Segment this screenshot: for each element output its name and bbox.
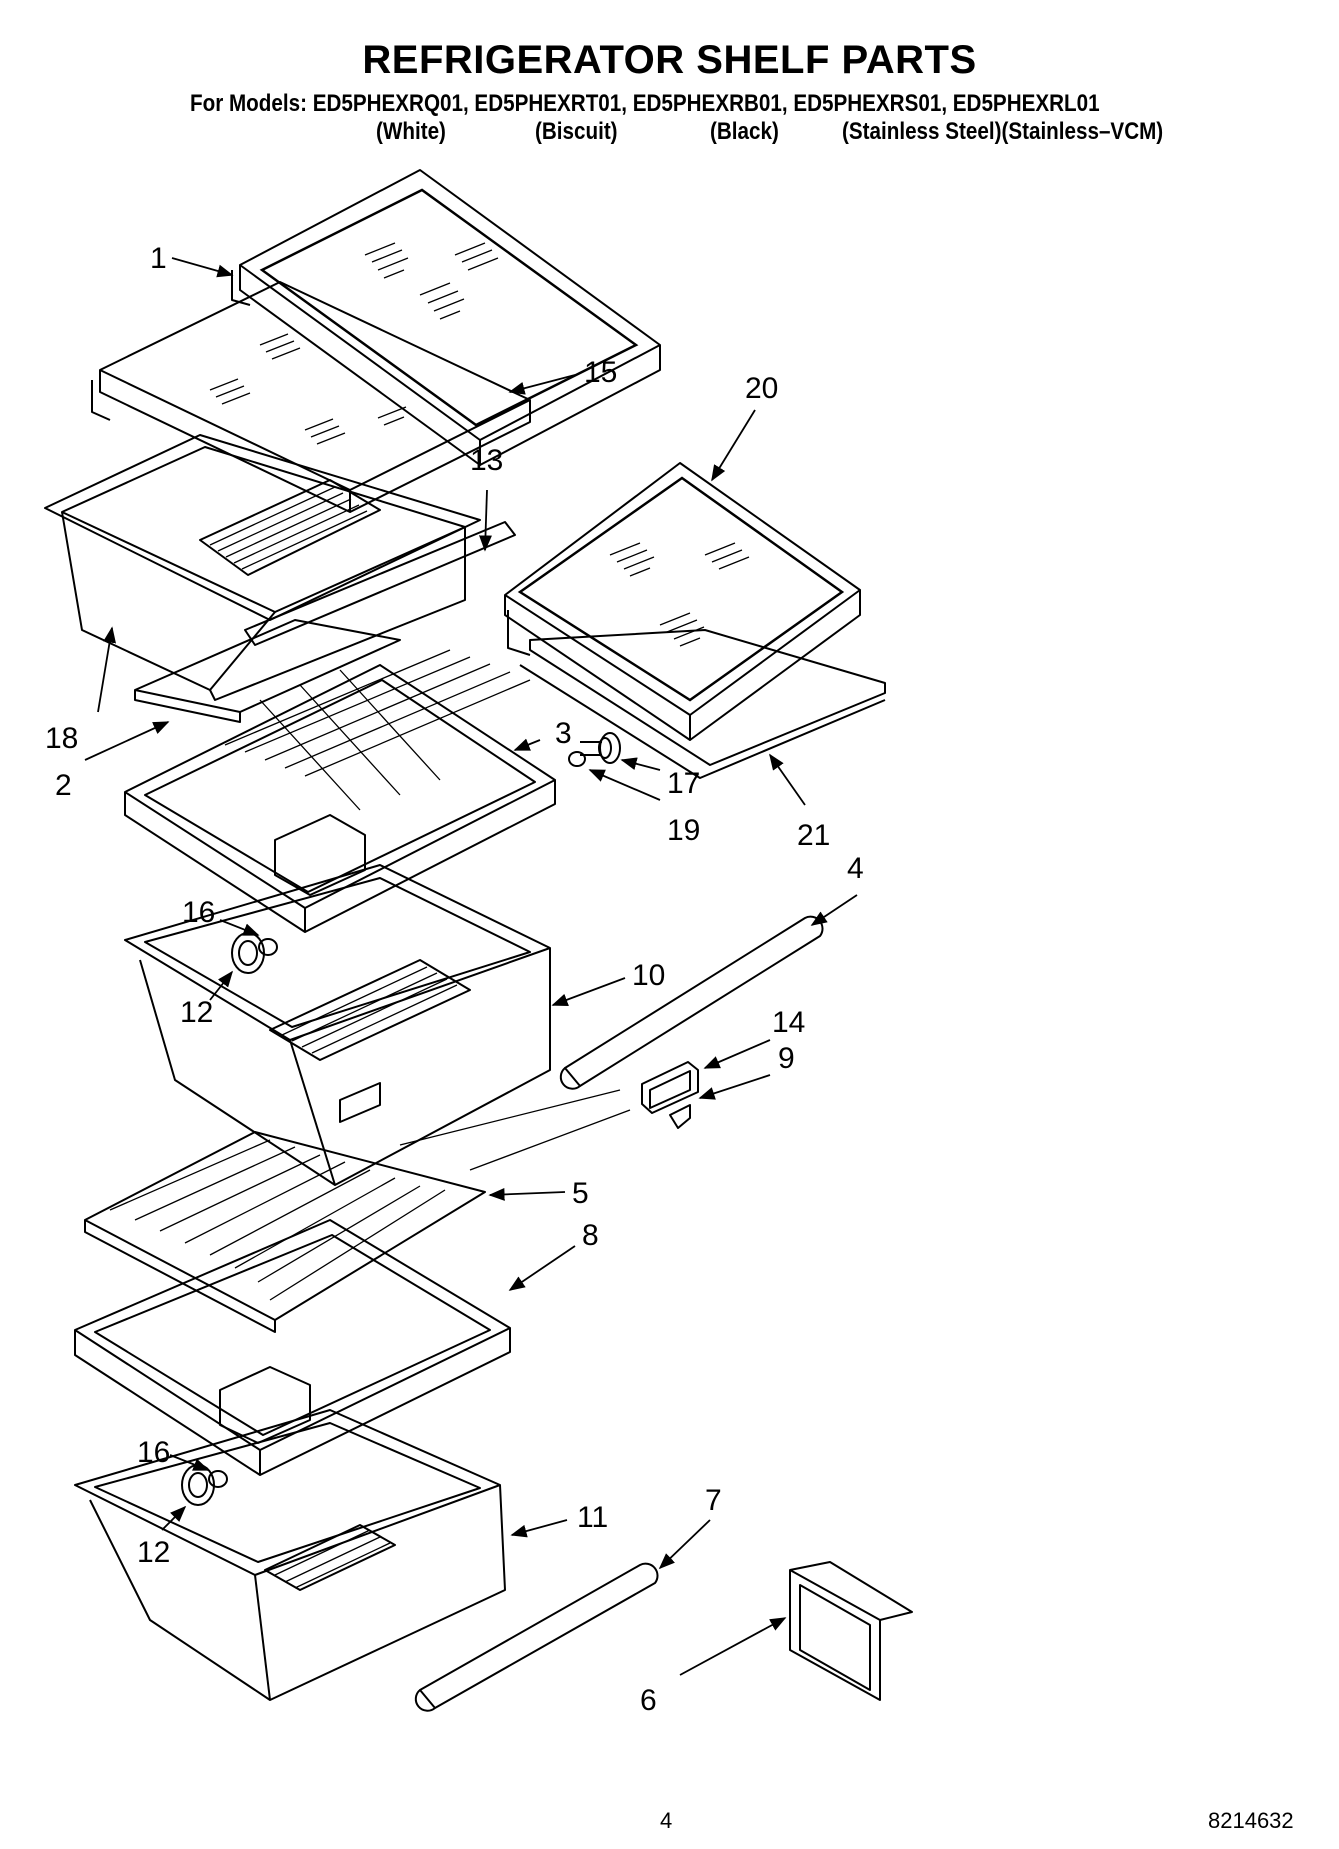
callout-18: 18	[45, 722, 78, 755]
callout-6: 6	[640, 1684, 657, 1717]
color-stainless: (Stainless Steel)(Stainless–VCM)	[842, 118, 1164, 145]
callout-9: 9	[778, 1042, 795, 1075]
callout-4: 4	[847, 852, 864, 885]
callout-2: 2	[55, 769, 72, 802]
callout-11: 11	[577, 1501, 608, 1534]
part-6-bracket	[789, 1561, 913, 1701]
callout-15: 15	[584, 356, 617, 389]
callout-17: 17	[667, 767, 700, 800]
part-7-rail	[414, 1562, 659, 1712]
part-15-shelf	[91, 281, 531, 513]
part-12-16-roller-lower	[181, 1464, 228, 1506]
color-black: (Black)	[710, 118, 779, 145]
callout-14: 14	[772, 1006, 805, 1039]
part-8-crisper-cover	[74, 1219, 511, 1476]
callout-12-upper: 12	[180, 996, 213, 1029]
part-20-shelf	[504, 462, 861, 741]
callout-19: 19	[667, 814, 700, 847]
callout-5: 5	[572, 1177, 589, 1210]
part-1-top-shelf	[231, 169, 661, 466]
part-5-glass-cover	[84, 1131, 486, 1333]
part-21-shelf-frame	[519, 629, 886, 779]
part-2-glass-cover	[134, 619, 401, 723]
callout-16-upper: 16	[182, 896, 215, 929]
callout-8: 8	[582, 1219, 599, 1252]
part-14-9-clips	[641, 1061, 699, 1129]
part-18-crisper-drawer	[44, 434, 516, 701]
part-10-crisper-drawer	[124, 864, 551, 1186]
callout-13: 13	[470, 444, 503, 477]
callout-20: 20	[745, 372, 778, 405]
page-number: 4	[660, 1808, 673, 1833]
callout-21: 21	[797, 819, 830, 852]
callout-16-lower: 16	[137, 1436, 170, 1469]
color-white: (White)	[376, 118, 446, 145]
callout-10: 10	[632, 959, 665, 992]
page-title: REFRIGERATOR SHELF PARTS	[362, 38, 977, 82]
callout-labels: 1 15 13 18 2 20 3 17 19 21 4 16 12 10 14…	[45, 242, 864, 1717]
part-12-16-roller-upper	[231, 932, 278, 974]
part-17-19-roller	[568, 732, 621, 767]
callout-3: 3	[555, 717, 572, 750]
models-line: For Models: ED5PHEXRQ01, ED5PHEXRT01, ED…	[190, 90, 1100, 117]
part-11-crisper-drawer	[74, 1409, 506, 1701]
leader-lines	[84, 257, 858, 1676]
callout-1: 1	[150, 242, 167, 275]
document-number: 8214632	[1208, 1808, 1294, 1833]
callout-12-lower: 12	[137, 1536, 170, 1569]
color-biscuit: (Biscuit)	[535, 118, 618, 145]
part-3-crisper-cover	[124, 649, 556, 933]
callout-7: 7	[705, 1484, 722, 1517]
